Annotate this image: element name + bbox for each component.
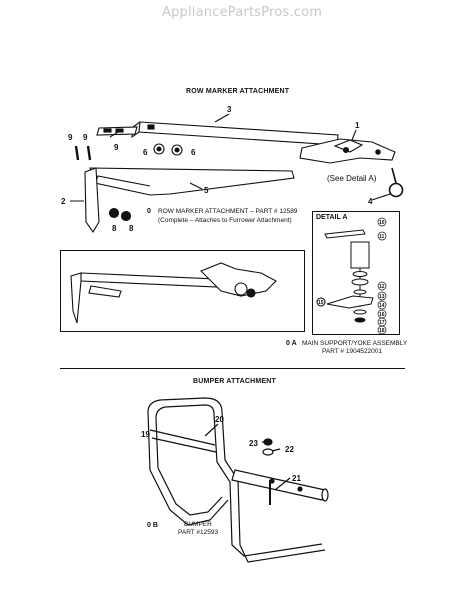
callout-11: 11	[379, 234, 385, 240]
ring-pin-5	[388, 182, 404, 198]
callout-15: 15	[318, 300, 324, 306]
nut-8-left	[108, 207, 120, 219]
callout-22: 22	[285, 445, 294, 454]
callout-4: 5	[204, 186, 209, 195]
section-divider	[60, 368, 405, 369]
detail-a-drawing: 10 11 12 13 14 15 16 17 18	[316, 217, 387, 334]
bumper-item-code: 0 B	[147, 522, 158, 529]
callout-16: 16	[379, 312, 385, 318]
detail-a-title: DETAIL A	[316, 214, 348, 221]
callout-23: 23	[249, 439, 258, 448]
detail-a-item-code: 0 A	[286, 340, 297, 347]
callout-13: 13	[379, 294, 385, 300]
callout-8-left: 8	[112, 224, 117, 233]
callout-1: 1	[355, 121, 360, 130]
callout-9-right: 9	[83, 133, 88, 142]
row-marker-item-code: 0	[147, 208, 151, 215]
detail-a-description-2: PART # 1904522001	[322, 348, 382, 355]
callout-18: 18	[379, 328, 385, 334]
row-marker-title: ROW MARKER ATTACHMENT	[186, 88, 290, 95]
callout-21: 21	[292, 474, 301, 483]
row-marker-description-2: (Complete – Attaches to Furrower Attachm…	[158, 217, 292, 224]
bolt-9-right	[86, 145, 92, 161]
callout-12: 12	[379, 284, 385, 290]
callout-7: 9	[114, 143, 119, 152]
bumper-description-2: PART #12593	[178, 529, 219, 536]
callout-6-left: 6	[143, 148, 148, 157]
blade-2-shape	[84, 167, 100, 234]
assembled-view-box	[60, 250, 305, 332]
callout-8-right: 8	[129, 224, 134, 233]
nut-8-right	[120, 210, 132, 222]
row-marker-description-1: ROW MARKER ATTACHMENT – PART # 12589	[158, 208, 298, 215]
see-detail-label: (See Detail A)	[327, 174, 377, 183]
assembled-view-drawing	[70, 262, 277, 324]
watermark-text: AppliancePartsPros.com	[162, 5, 323, 20]
callout-17: 17	[379, 320, 385, 326]
bumper-title: BUMPER ATTACHMENT	[193, 378, 276, 385]
detail-a-description-1: MAIN SUPPORT/YOKE ASSEMBLY	[302, 340, 408, 347]
detail-a-box: DETAIL A 10 11 12 13 14 15 16 17 18	[312, 211, 400, 335]
callout-10: 10	[379, 220, 385, 226]
callout-2: 2	[61, 197, 66, 206]
callout-19: 19	[141, 430, 150, 439]
callout-6-right: 6	[191, 148, 196, 157]
callout-20: 20	[215, 415, 224, 424]
callout-9-left: 9	[68, 133, 73, 142]
callout-3: 3	[227, 105, 232, 114]
bumper-description-1: BUMPER	[184, 521, 212, 528]
callout-14: 14	[379, 303, 385, 309]
bolt-9-left	[74, 145, 80, 161]
callout-5: 4	[368, 197, 373, 206]
